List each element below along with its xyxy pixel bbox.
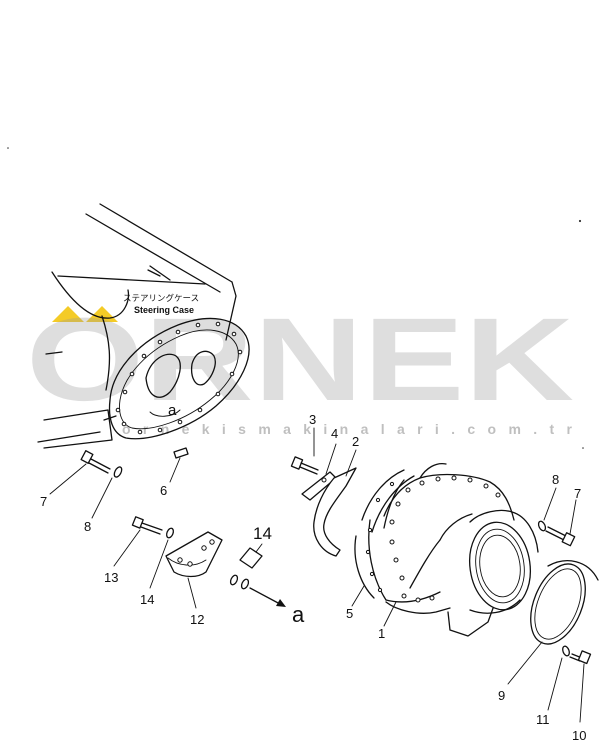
reference-a-large: a <box>292 602 305 627</box>
pin-14 <box>239 547 263 569</box>
callout-3: 3 <box>309 412 316 427</box>
washer-14-upper <box>240 578 250 590</box>
leader-lines <box>49 427 585 723</box>
callout-4: 4 <box>331 426 338 441</box>
bracket-12 <box>165 531 223 578</box>
callout-7-left: 7 <box>40 494 47 509</box>
gasket-5 <box>354 469 405 599</box>
speck <box>578 219 582 223</box>
callout-numbers: 7 8 6 13 14 12 3 4 2 5 1 8 7 9 11 10 <box>40 412 586 743</box>
quantity-label-14: 14 <box>253 524 272 543</box>
arrow-head <box>276 599 286 607</box>
callout-1: 1 <box>378 626 385 641</box>
bolt-3 <box>290 456 319 475</box>
washer-8-right <box>537 520 547 532</box>
bolt-7-right <box>545 526 576 547</box>
bolt-7-left <box>80 450 111 474</box>
steering-case-label-en: Steering Case <box>134 305 194 315</box>
callout-7-right: 7 <box>574 486 581 501</box>
cover-2 <box>313 467 357 557</box>
watermark-brand: ORNEK <box>26 294 574 426</box>
bolt-13 <box>131 516 163 535</box>
steering-case: ステアリングケース Steering Case a <box>37 203 250 459</box>
callout-2: 2 <box>352 434 359 449</box>
pin-assembly: a 14 <box>229 524 305 627</box>
dowel-pin <box>173 447 189 459</box>
bolt-10 <box>569 650 592 665</box>
callout-10: 10 <box>572 728 586 743</box>
speck <box>7 147 9 149</box>
reference-a-small: a <box>168 402 177 419</box>
callout-6: 6 <box>160 483 167 498</box>
ring-9 <box>530 560 599 645</box>
callout-14: 14 <box>140 592 154 607</box>
callout-9: 9 <box>498 688 505 703</box>
callout-11: 11 <box>536 712 550 727</box>
washer-11 <box>562 645 570 657</box>
housing-1 <box>368 462 539 637</box>
callout-5: 5 <box>346 606 353 621</box>
washer-14-upper <box>229 574 239 586</box>
speck <box>582 447 584 449</box>
callout-12: 12 <box>190 612 204 627</box>
washer-8-left <box>113 466 123 478</box>
washer-14-lower <box>165 527 175 539</box>
callout-8-right: 8 <box>552 472 559 487</box>
callout-13: 13 <box>104 570 118 585</box>
callout-8-left: 8 <box>84 519 91 534</box>
steering-case-label-jp: ステアリングケース <box>123 293 199 303</box>
